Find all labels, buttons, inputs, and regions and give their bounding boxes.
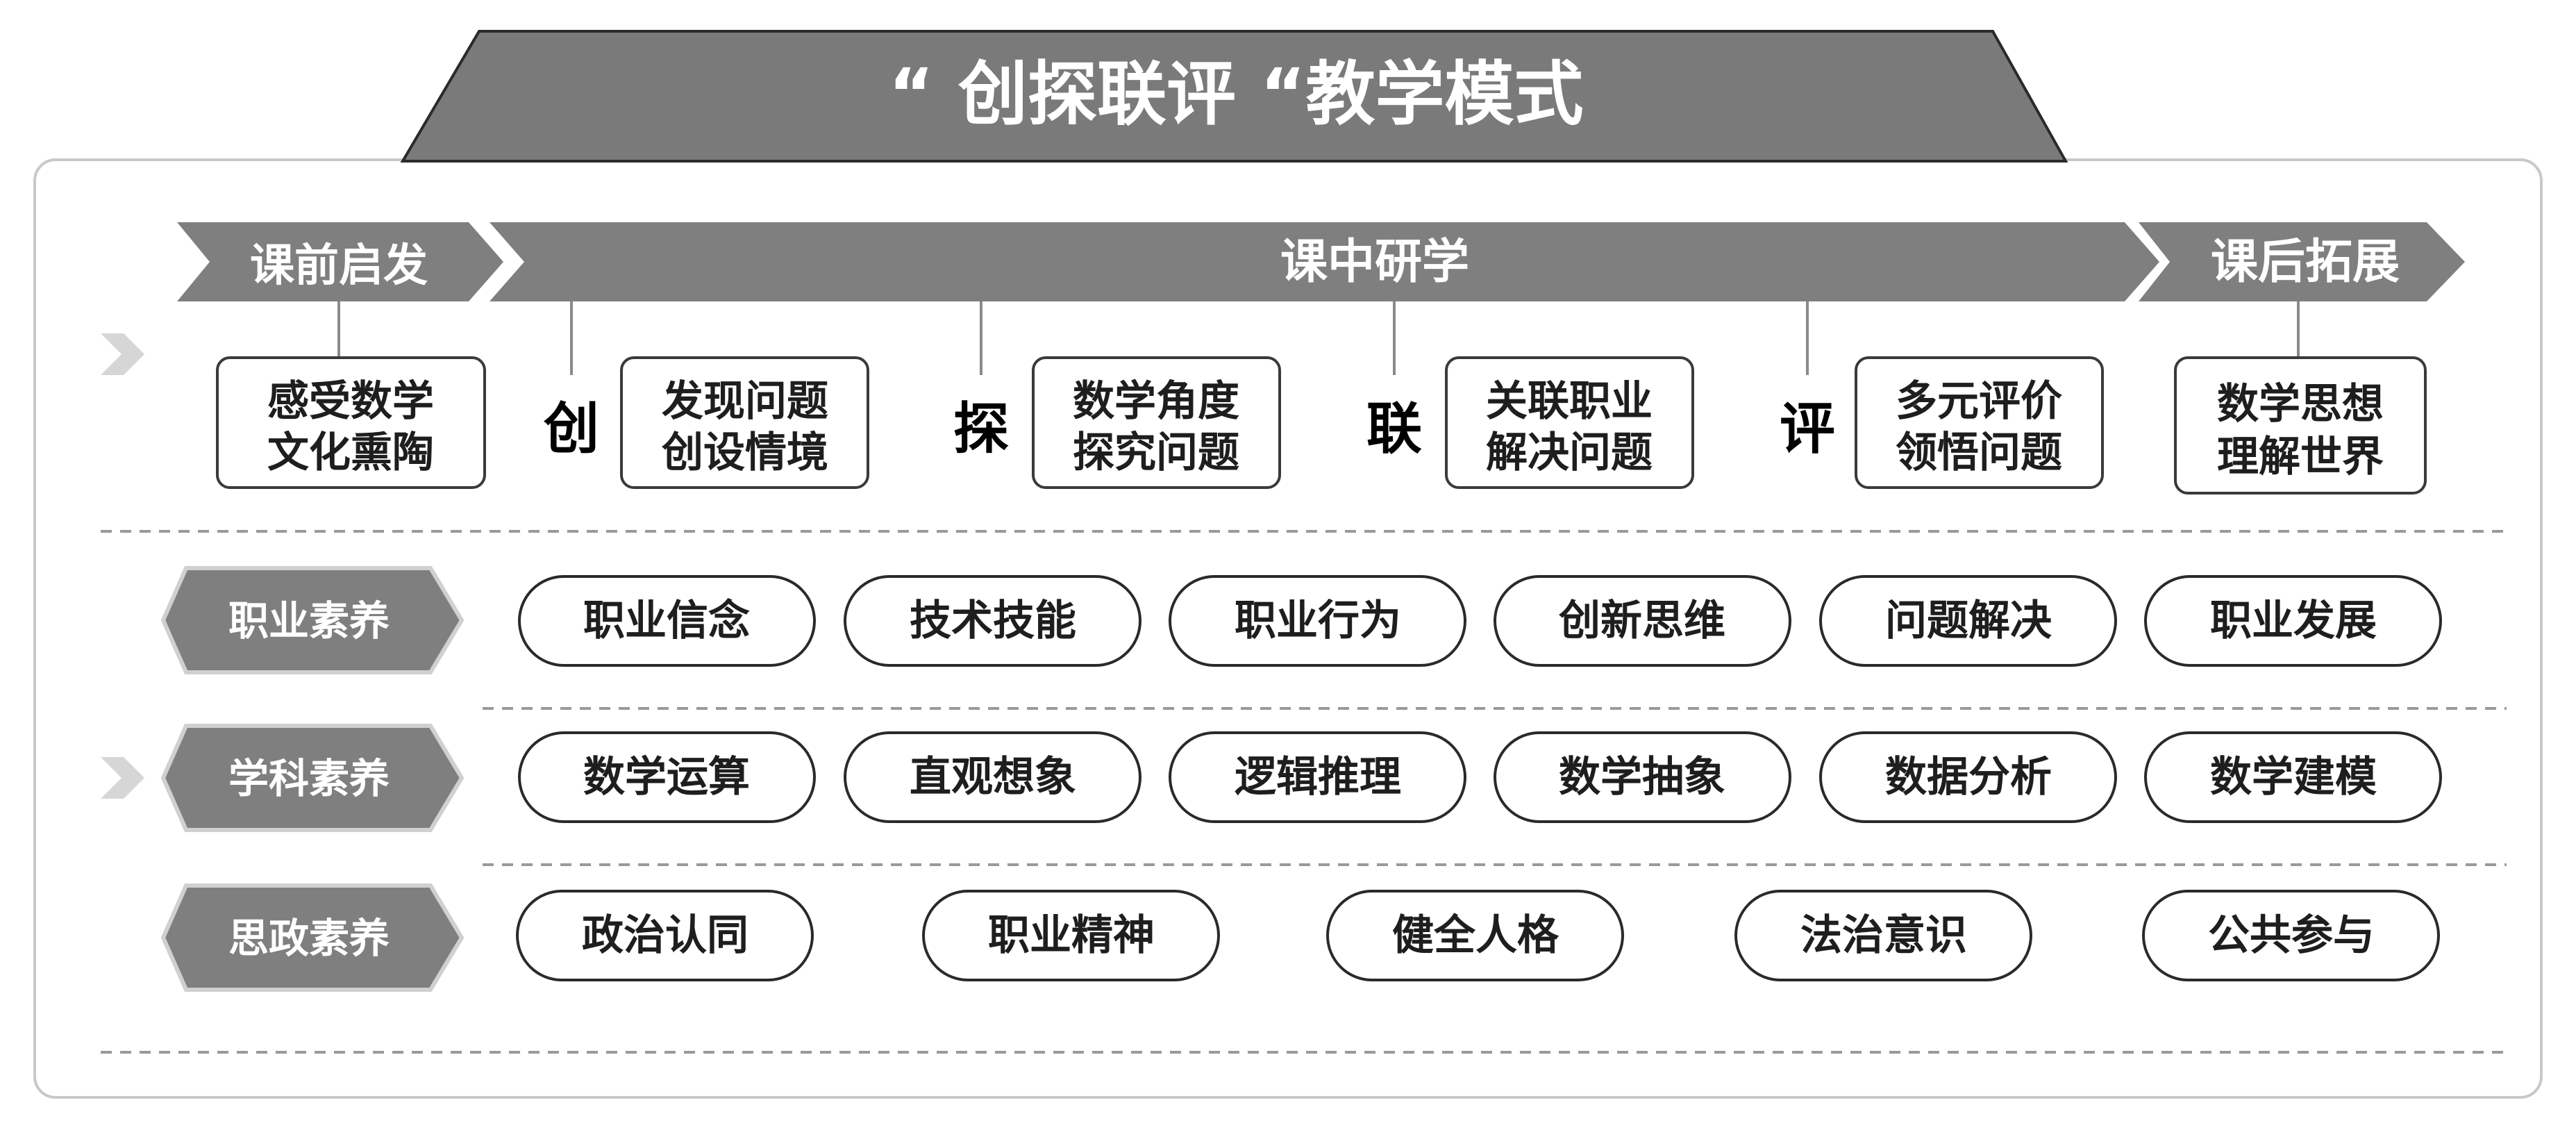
pill-label: 公共参与 [2208, 911, 2375, 960]
row-label-hexagon [160, 883, 465, 992]
pill-label: 健全人格 [1392, 911, 1559, 960]
pill-label: 直观想象 [910, 753, 1076, 802]
phase-arrow-before [177, 222, 503, 301]
chevron-right-icon [101, 333, 144, 375]
phase-label-during: 课中研学 [1280, 235, 1469, 290]
stage-row: 感受数学 文化熏陶 创 发现问题 创设情境 探 数学角度 探究问题 联 关联职业… [216, 356, 2427, 495]
stage-box [216, 356, 486, 489]
phase-label-before: 课前启发 [250, 240, 428, 292]
phase-arrow-after [2139, 222, 2465, 301]
stage-letter: 联 [1366, 397, 1422, 461]
pill-label: 创新思维 [1559, 597, 1725, 645]
stage-line-2: 探究问题 [1073, 429, 1239, 477]
stage-line-1: 发现问题 [662, 377, 828, 426]
dashed-separators [101, 530, 2507, 1054]
stage-letter: 评 [1780, 397, 1835, 461]
pill [1819, 575, 2117, 667]
row-label: 思政素养 [228, 915, 390, 962]
row-label: 学科素养 [228, 755, 390, 802]
stage-line-1: 多元评价 [1896, 377, 2062, 426]
pill-label: 数学抽象 [1559, 753, 1725, 802]
pill-label: 问题解决 [1885, 597, 2052, 645]
pill-label: 职业行为 [1235, 597, 1401, 645]
pill [1819, 731, 2117, 823]
pill-label: 数学运算 [583, 753, 750, 802]
stage-box [1445, 356, 1694, 489]
row-label: 职业素养 [228, 597, 390, 645]
pill [518, 575, 816, 667]
row-labels: 职业素养 学科素养 思政素养 [160, 566, 465, 992]
pill [2144, 731, 2442, 823]
pill [2144, 575, 2442, 667]
row-label-hexagon [160, 724, 465, 832]
pill-label: 法治意识 [1800, 911, 1967, 960]
pill-label: 职业精神 [988, 911, 1155, 960]
stage-line-2: 理解世界 [2217, 433, 2384, 481]
pill-label: 政治认同 [582, 911, 748, 960]
pill [1169, 575, 1466, 667]
page-title: “ 创探联评 “教学模式 [888, 53, 1583, 135]
pill [516, 890, 814, 981]
pill-label: 职业信念 [583, 597, 750, 645]
stage-letter: 探 [953, 397, 1009, 461]
pill [2142, 890, 2440, 981]
pill [1494, 731, 1791, 823]
stage-line-2: 领悟问题 [1896, 429, 2062, 477]
stage-letter: 创 [544, 397, 599, 461]
pill [1734, 890, 2032, 981]
pill [1326, 890, 1624, 981]
pill-row-subject: 数学运算 直观想象 逻辑推理 数学抽象 数据分析 数学建模 [518, 731, 2442, 823]
connector-lines [337, 301, 2300, 375]
pill [518, 731, 816, 823]
stage-box [1032, 356, 1281, 489]
pill-row-ideological: 政治认同 职业精神 健全人格 法治意识 公共参与 [516, 890, 2440, 981]
stage-line-2: 创设情境 [662, 429, 828, 477]
stage-box [2174, 356, 2427, 495]
stage-line-1: 数学思想 [2217, 380, 2384, 429]
stage-line-1: 数学角度 [1073, 377, 1239, 426]
phase-arrow-during [490, 222, 2159, 301]
pill-label: 职业发展 [2210, 597, 2377, 645]
phase-label-after: 课后拓展 [2211, 235, 2400, 290]
pill-label: 技术技能 [910, 597, 1076, 645]
stage-box [1855, 356, 2104, 489]
stage-line-1: 感受数学 [267, 377, 434, 426]
stage-line-1: 关联职业 [1486, 377, 1653, 426]
stage-line-2: 文化熏陶 [267, 429, 434, 477]
pill-label: 数学建模 [2210, 753, 2377, 802]
title-banner [400, 30, 2068, 163]
pill [844, 731, 1141, 823]
pill [844, 575, 1141, 667]
pill [1494, 575, 1791, 667]
pill [1169, 731, 1466, 823]
chevron-right-icon [101, 757, 144, 799]
pill-label: 逻辑推理 [1235, 753, 1401, 802]
stage-line-2: 解决问题 [1486, 429, 1653, 477]
stage-box [620, 356, 869, 489]
pill [922, 890, 1220, 981]
pill-label: 数据分析 [1885, 753, 2052, 802]
row-label-hexagon [160, 566, 465, 674]
pill-row-professional: 职业信念 技术技能 职业行为 创新思维 问题解决 职业发展 [518, 575, 2442, 667]
